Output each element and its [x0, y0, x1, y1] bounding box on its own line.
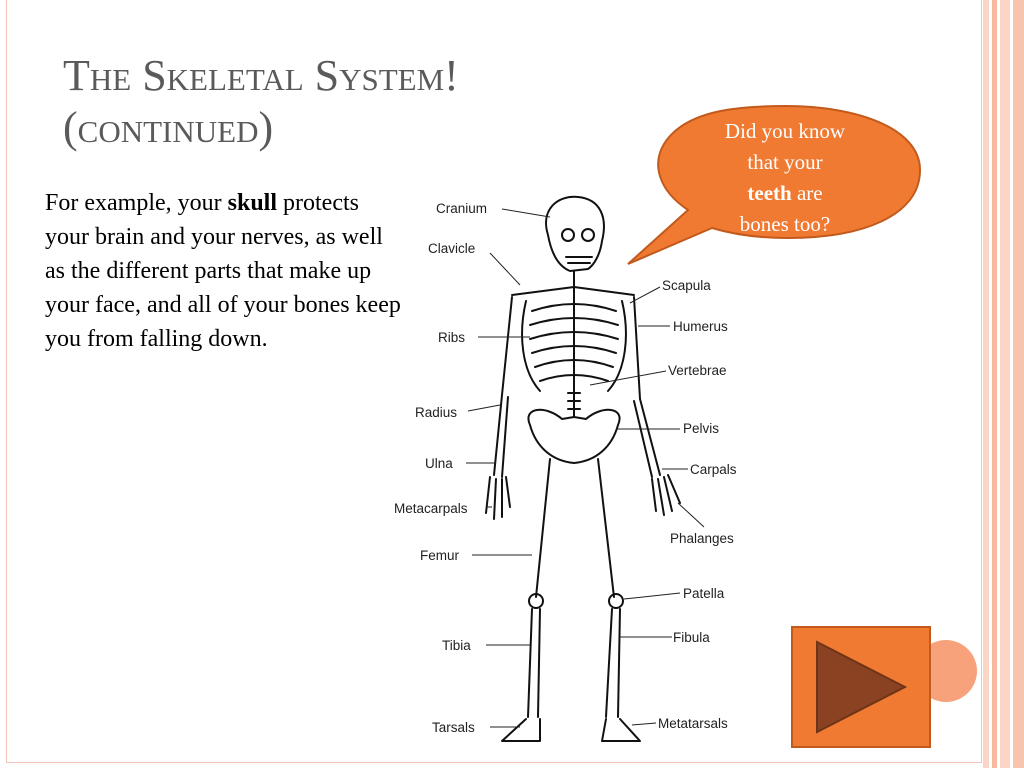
leader-metatarsals	[631, 722, 657, 726]
skeleton-figure	[485, 195, 681, 742]
label-metatarsals: Metatarsals	[658, 716, 728, 731]
leader-vertebrae	[589, 370, 667, 386]
body-text-before: For example, your	[45, 190, 228, 216]
label-carpals: Carpals	[690, 462, 737, 477]
speech-bubble-shape	[627, 104, 922, 265]
label-pelvis: Pelvis	[683, 421, 719, 436]
left-femur	[535, 458, 551, 598]
pelvis-shape	[527, 408, 621, 464]
label-femur: Femur	[420, 548, 460, 563]
leader-clavicle	[489, 252, 521, 286]
bubble-line-2: that your	[747, 150, 823, 174]
left-lower-leg	[527, 608, 541, 718]
skeleton-diagram: Cranium Clavicle Scapula Humerus Ribs Ve…	[394, 195, 737, 742]
label-tarsals: Tarsals	[432, 720, 475, 735]
speech-bubble	[627, 104, 922, 265]
label-ribs: Ribs	[438, 330, 465, 345]
bubble-bold-teeth: teeth	[747, 181, 792, 205]
label-clavicle: Clavicle	[428, 241, 475, 256]
label-radius: Radius	[415, 405, 457, 420]
bubble-line-1: Did you know	[724, 119, 846, 143]
left-patella-shape	[528, 593, 544, 609]
label-fibula: Fibula	[673, 630, 710, 645]
bubble-line-3-rest: are	[791, 181, 823, 205]
stripe-4	[1013, 0, 1024, 768]
shoulders	[511, 286, 635, 296]
body-paragraph: For example, your skull protects your br…	[45, 186, 405, 356]
label-patella: Patella	[683, 586, 725, 601]
label-metacarpals: Metacarpals	[394, 501, 468, 516]
next-slide-button[interactable]	[791, 626, 931, 748]
leader-cranium	[501, 208, 551, 218]
left-forearm	[493, 394, 509, 478]
stripe-2	[992, 0, 997, 768]
right-foot	[601, 718, 641, 742]
left-hand	[485, 476, 511, 520]
play-triangle-icon	[816, 640, 908, 734]
bubble-line-3: teeth are	[690, 178, 880, 209]
body-bold-skull: skull	[227, 190, 277, 216]
right-lower-leg	[605, 608, 621, 718]
leader-lines	[466, 208, 705, 728]
leader-phalanges	[677, 502, 705, 528]
slide-frame	[6, 0, 982, 763]
eye-socket-left	[561, 228, 575, 242]
label-humerus: Humerus	[673, 319, 728, 334]
label-scapula: Scapula	[662, 278, 711, 293]
vertebrae-ticks	[567, 392, 581, 410]
body-text-after: protects your brain and your nerves, as …	[45, 190, 401, 352]
label-tibia: Tibia	[442, 638, 471, 653]
title-line-2: (continued)	[63, 103, 274, 152]
label-cranium: Cranium	[436, 201, 487, 216]
stripe-3	[1000, 0, 1010, 768]
bubble-line-4: bones too?	[739, 212, 831, 236]
left-foot	[501, 718, 541, 742]
ribcage-outline	[521, 300, 627, 392]
jaw	[565, 256, 593, 264]
leader-radius	[467, 404, 501, 412]
skull-shape	[545, 195, 605, 272]
eye-socket-right	[581, 228, 595, 242]
label-phalanges: Phalanges	[670, 531, 734, 546]
leader-patella	[623, 592, 681, 600]
bubble-text: Did you know that your teeth are bones t…	[690, 116, 880, 240]
stripe-1	[983, 0, 989, 768]
right-femur	[597, 458, 615, 598]
title-line-1: The Skeletal System!	[63, 51, 459, 100]
right-forearm	[633, 398, 661, 478]
right-patella-shape	[608, 593, 624, 609]
label-ulna: Ulna	[425, 456, 453, 471]
leader-scapula	[629, 286, 661, 304]
right-hand	[651, 474, 681, 516]
left-humerus	[501, 296, 513, 396]
slide-title: The Skeletal System! (continued)	[63, 50, 459, 154]
right-humerus	[633, 296, 641, 400]
label-vertebrae: Vertebrae	[668, 363, 727, 378]
diagram-labels: Cranium Clavicle Scapula Humerus Ribs Ve…	[394, 201, 737, 735]
